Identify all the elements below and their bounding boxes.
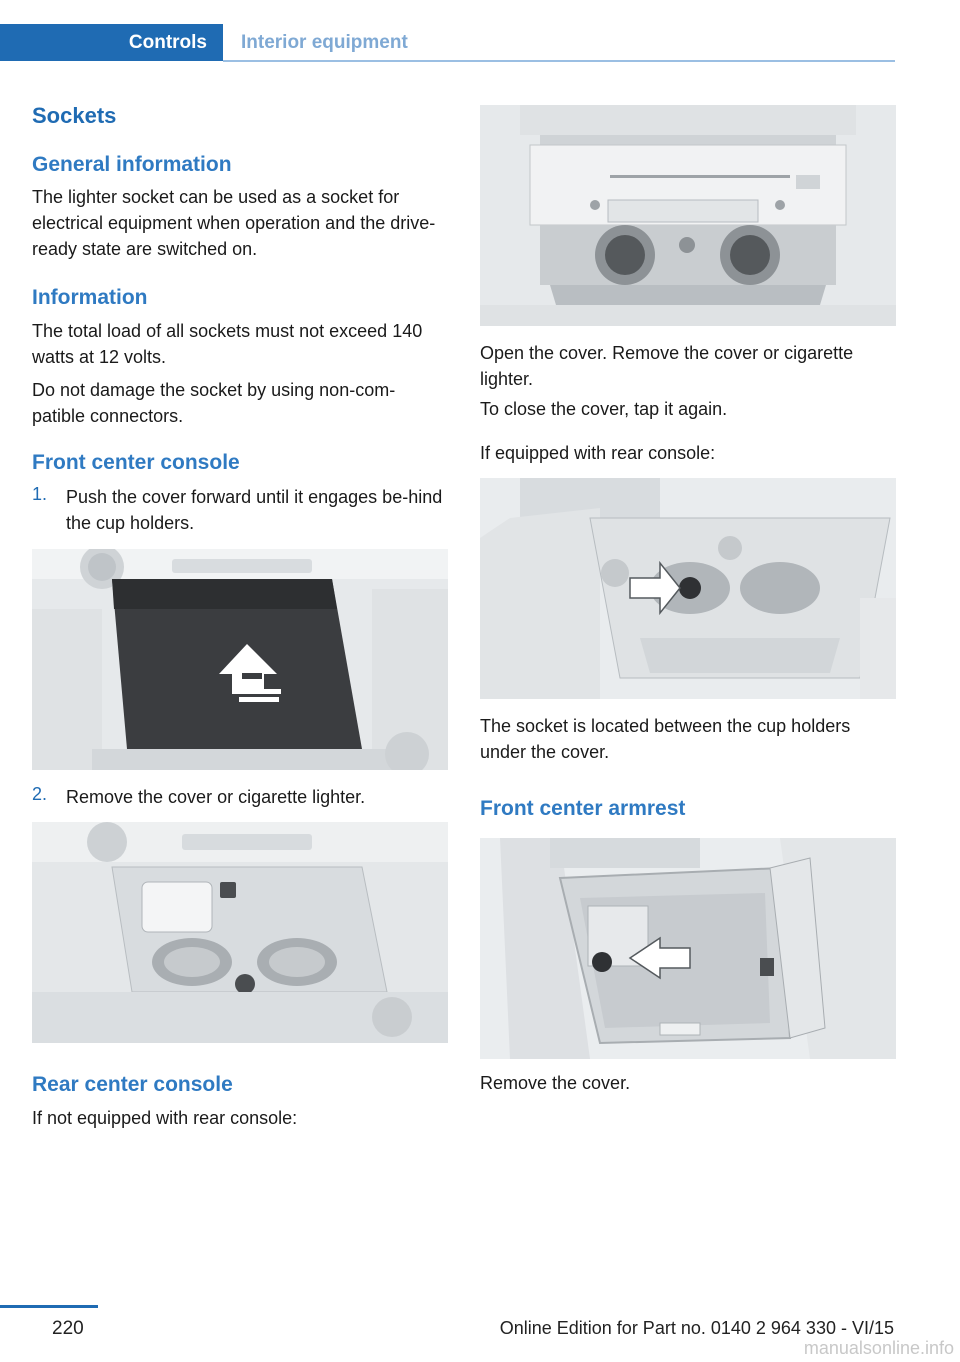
header-divider — [223, 60, 895, 62]
heading-front-center-armrest: Front center armrest — [480, 797, 686, 820]
rear-console-text: If not equipped with rear console: — [32, 1108, 298, 1128]
figure-rear-no-console — [480, 105, 896, 326]
remove-cover-text: Remove the cover. — [480, 1073, 631, 1093]
step-text-2: Remove the cover or cigarette lighter. — [66, 787, 366, 807]
information-text-load: The total load of all sockets must not e… — [32, 321, 423, 367]
tab-controls[interactable]: Controls — [0, 24, 223, 61]
page-header: Controls Interior equipment — [0, 0, 960, 62]
page-number: 220 — [52, 1318, 84, 1339]
heading-rear-center-console: Rear center console — [32, 1073, 233, 1096]
general-information-text: The lighter socket can be used as a sock… — [32, 187, 436, 259]
figure-front-console-cover — [32, 549, 448, 770]
information-text-connectors: Do not damage the socket by using non-co… — [32, 380, 396, 426]
heading-general-information: General information — [32, 153, 232, 176]
tab-interior-equipment[interactable]: Interior equipment — [241, 31, 408, 53]
heading-information: Information — [32, 286, 148, 309]
figure-rear-with-console — [480, 478, 896, 699]
step-number-2: 2. — [32, 784, 48, 804]
section-title-sockets: Sockets — [32, 103, 117, 128]
figure-front-console-cupholders — [32, 822, 448, 1043]
socket-location-text: The socket is located between the cup ho… — [480, 716, 851, 762]
footer-divider — [0, 1305, 98, 1308]
if-equipped-text: If equipped with rear console: — [480, 443, 716, 463]
edition-text: Online Edition for Part no. 0140 2 964 3… — [499, 1318, 894, 1338]
step-text-1: Push the cover forward until it engages … — [66, 487, 443, 533]
close-cover-text: To close the cover, tap it again. — [480, 399, 728, 419]
step-number-1: 1. — [32, 484, 48, 504]
open-cover-text: Open the cover. Remove the cover or ciga… — [480, 343, 854, 389]
watermark: manualsonline.info — [803, 1338, 954, 1358]
figure-front-armrest — [480, 838, 896, 1059]
heading-front-center-console: Front center console — [32, 451, 240, 474]
